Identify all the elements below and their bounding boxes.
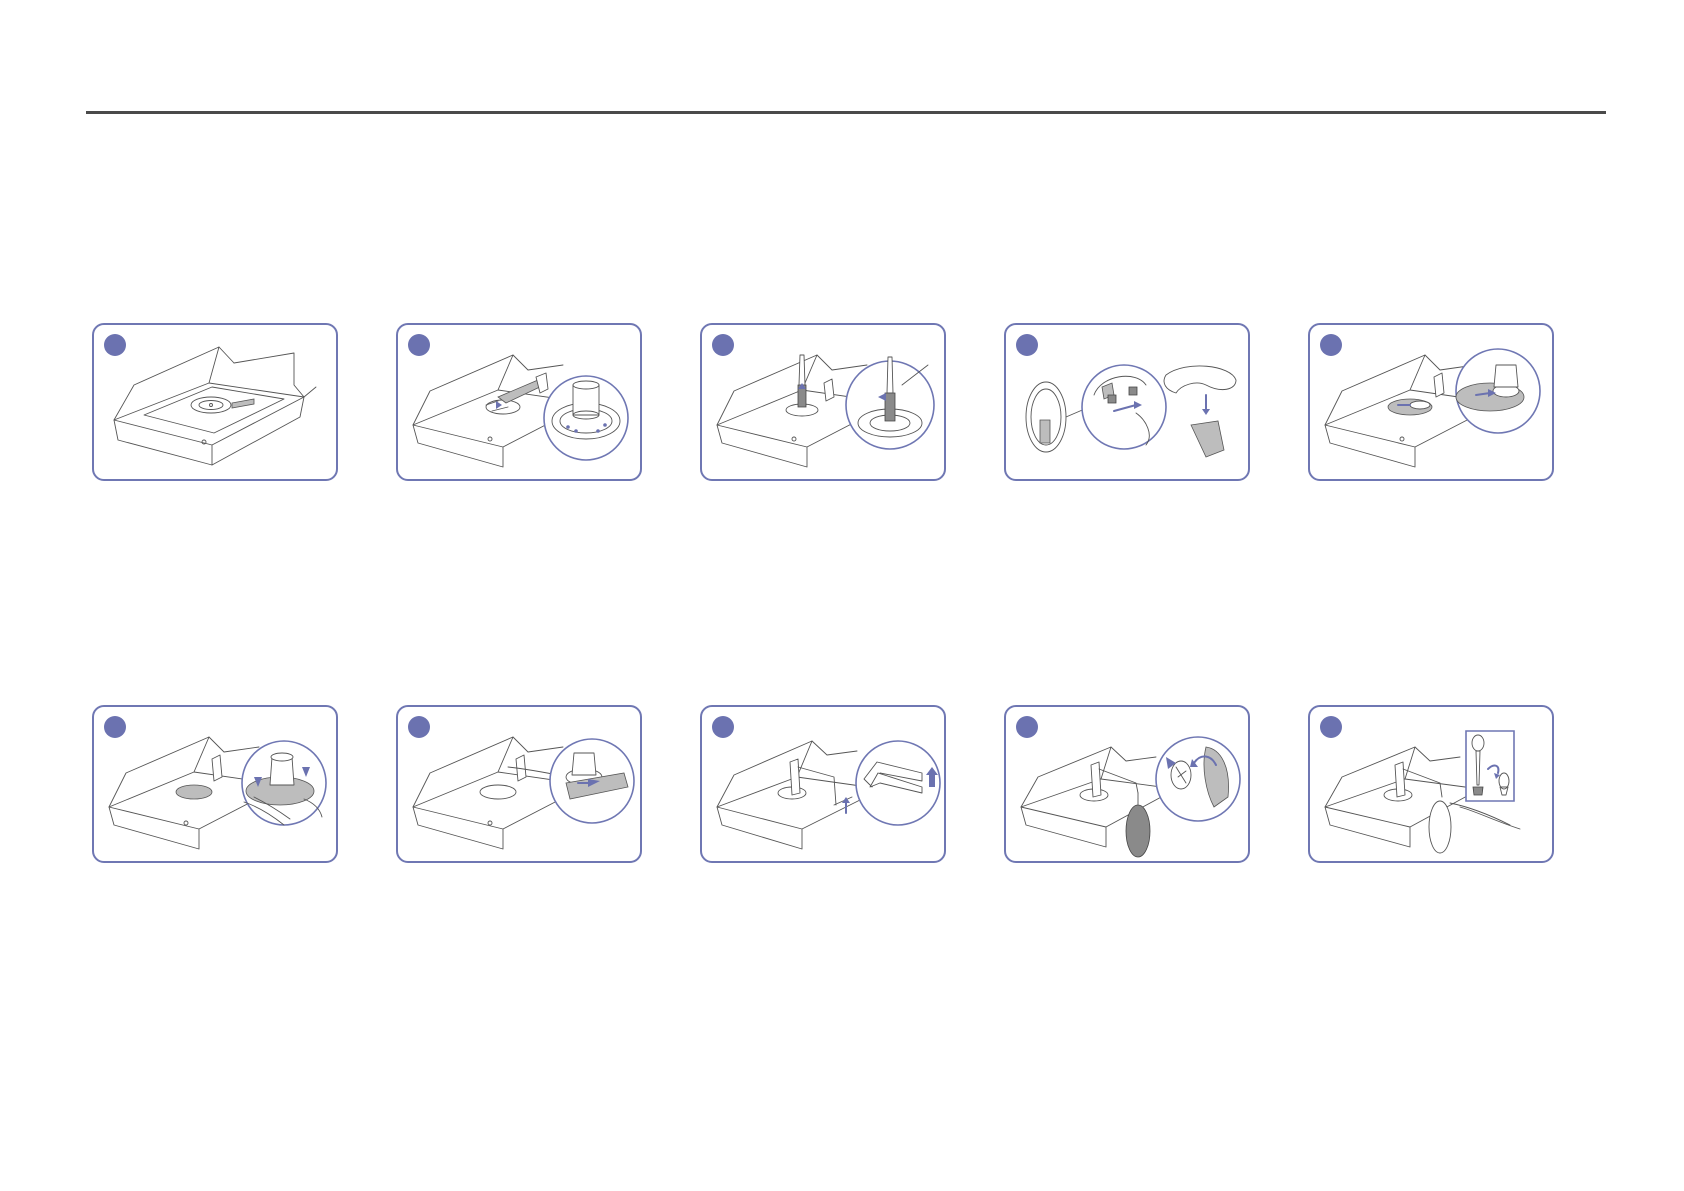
step-number-badge (408, 716, 430, 738)
step-number-badge (1320, 334, 1342, 356)
step-number-badge (408, 334, 430, 356)
hands-press-base-illustration (94, 707, 336, 861)
step-panel-1 (92, 323, 338, 481)
step-panel-3 (700, 323, 946, 481)
step-number-badge (712, 716, 734, 738)
step-number-badge (104, 716, 126, 738)
step-panel-6 (92, 705, 338, 863)
rotate-cover-illustration (1006, 707, 1248, 861)
step-panel-5 (1308, 323, 1554, 481)
step-number-badge (104, 334, 126, 356)
step-number-badge (1320, 716, 1342, 738)
base-separation-illustration (1310, 325, 1552, 479)
lift-stand-arrow-illustration (702, 707, 944, 861)
screw-and-cap-illustration (1310, 707, 1552, 861)
step-panel-8 (700, 705, 946, 863)
step-number-badge (1016, 334, 1038, 356)
stand-neck-detail-illustration (398, 325, 640, 479)
step-panel-9 (1004, 705, 1250, 863)
box-open-stand-base-illustration (94, 325, 336, 479)
screwdriver-screw-illustration (702, 325, 944, 479)
base-cover-removal-illustration (1006, 325, 1248, 479)
step-panel-2 (396, 323, 642, 481)
step-number-badge (712, 334, 734, 356)
step-panel-10 (1308, 705, 1554, 863)
step-panel-7 (396, 705, 642, 863)
step-number-badge (1016, 716, 1038, 738)
slide-bracket-illustration (398, 707, 640, 861)
step-panel-4 (1004, 323, 1250, 481)
